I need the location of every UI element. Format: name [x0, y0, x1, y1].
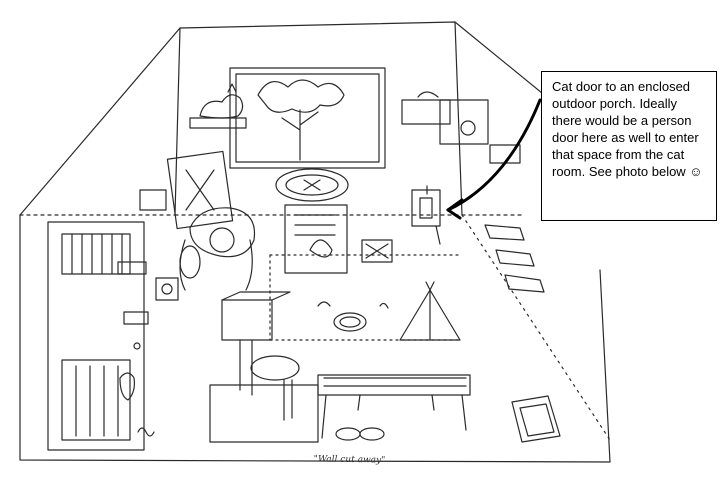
annotation-callout: Cat door to an enclosed outdoor porch. I… [541, 71, 717, 221]
back-window [230, 68, 385, 168]
floor-items [270, 240, 460, 340]
callout-arrow [448, 100, 540, 218]
litter-box [512, 396, 560, 442]
wall-shelves [402, 92, 520, 163]
left-wall-shelves [118, 262, 178, 324]
cat-tree-left [140, 151, 255, 290]
food-bowls [336, 428, 384, 440]
artist-mark [138, 428, 154, 436]
scratch-post-tree [210, 292, 318, 442]
center-bed-box [276, 169, 348, 273]
cat-door [412, 186, 440, 244]
bench [318, 375, 470, 438]
cat-teepee [400, 282, 460, 340]
room-walls [20, 22, 610, 462]
cat-on-shelf [190, 84, 246, 128]
left-door [48, 222, 144, 450]
wall-steps-right [485, 225, 544, 292]
